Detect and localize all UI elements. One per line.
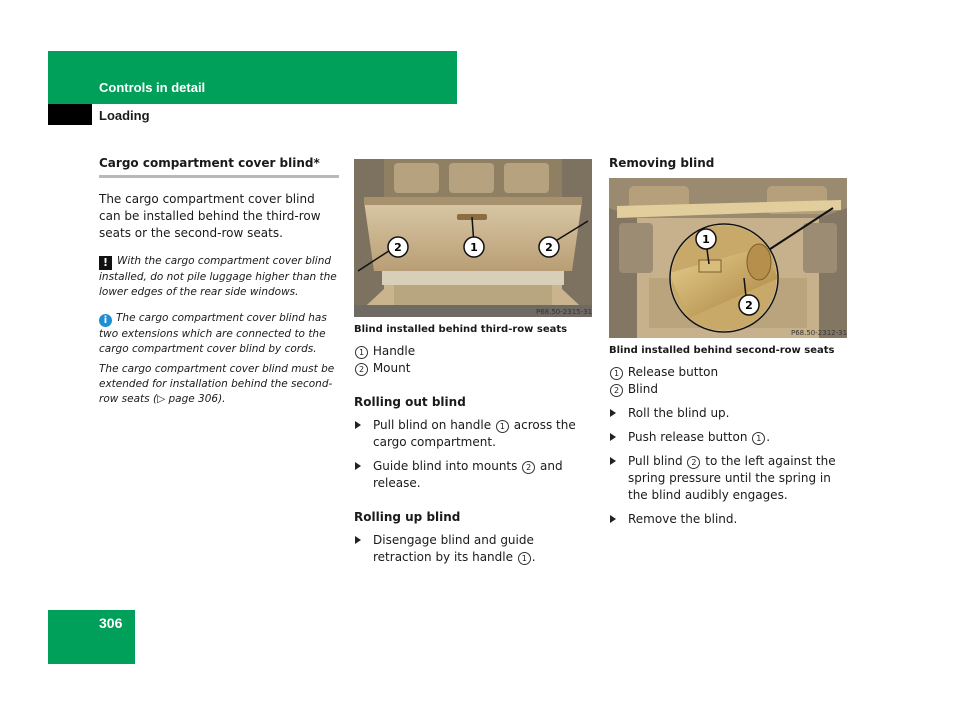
- right-column: Removing blind 1 2 P68.50-231: [609, 155, 849, 528]
- second-row-blind-photo: 1 2 P68.50-2312-31: [609, 178, 847, 338]
- image-caption: Blind installed behind third-row seats: [354, 324, 568, 335]
- legend: 1 Handle 2 Mount: [354, 343, 594, 377]
- info-icon: i: [99, 314, 112, 327]
- photo-callout-2: 2: [545, 241, 553, 254]
- legend-item: 2 Blind: [609, 381, 849, 398]
- subsection-title: Loading: [99, 108, 150, 123]
- third-row-blind-photo: 2 1 2 P68.50-2315-31: [354, 159, 592, 317]
- photo-callout-1: 1: [702, 233, 710, 246]
- rolling-out-heading: Rolling out blind: [354, 395, 466, 409]
- middle-column: 2 1 2 P68.50-2315-31 Blind installed beh…: [354, 159, 594, 566]
- warning-note: !With the cargo compartment cover blind …: [99, 254, 339, 300]
- instruction-step: Pull blind on handle 1 across the cargo …: [354, 417, 594, 451]
- instruction-step: Roll the blind up.: [609, 405, 849, 422]
- heading-rule: [99, 175, 339, 178]
- rolling-up-heading: Rolling up blind: [354, 510, 461, 524]
- page-ref-link[interactable]: page 306).: [165, 393, 226, 405]
- instruction-step: Pull blind 2 to the left against the spr…: [609, 453, 849, 504]
- legend: 1 Release button 2 Blind: [609, 364, 849, 398]
- instruction-step: Push release button 1.: [609, 429, 849, 446]
- extension-note: The cargo compartment cover blind must b…: [99, 363, 335, 405]
- image-caption: Blind installed behind second-row seats: [609, 345, 835, 356]
- instruction-step: Remove the blind.: [609, 511, 849, 528]
- info-text: The cargo compartment cover blind has tw…: [99, 312, 327, 355]
- cover-blind-heading: Cargo compartment cover blind*: [99, 156, 320, 170]
- removing-blind-heading: Removing blind: [609, 156, 715, 170]
- left-column: Cargo compartment cover blind* The cargo…: [99, 155, 339, 407]
- instruction-step: Guide blind into mounts 2 and release.: [354, 458, 594, 492]
- page-ref-arrow-icon: ▷: [157, 393, 166, 405]
- page-number: 306: [99, 615, 123, 631]
- image-reference: P68.50-2312-31: [791, 329, 847, 337]
- legend-item: 2 Mount: [354, 360, 594, 377]
- header-bar: [48, 51, 457, 104]
- legend-item: 1 Handle: [354, 343, 594, 360]
- photo-callout-2: 2: [394, 241, 402, 254]
- section-title: Controls in detail: [99, 80, 206, 95]
- legend-item: 1 Release button: [609, 364, 849, 381]
- image-reference: P68.50-2315-31: [536, 308, 592, 316]
- instruction-step: Disengage blind and guide retraction by …: [354, 532, 594, 566]
- photo-callout-2: 2: [745, 299, 753, 312]
- photo-callout-1: 1: [470, 241, 478, 254]
- page-number-block: [48, 610, 135, 664]
- warning-icon: !: [99, 256, 112, 270]
- warning-text: With the cargo compartment cover blind i…: [99, 255, 337, 298]
- section-marker: [48, 104, 92, 125]
- intro-paragraph: The cargo compartment cover blind can be…: [99, 192, 321, 240]
